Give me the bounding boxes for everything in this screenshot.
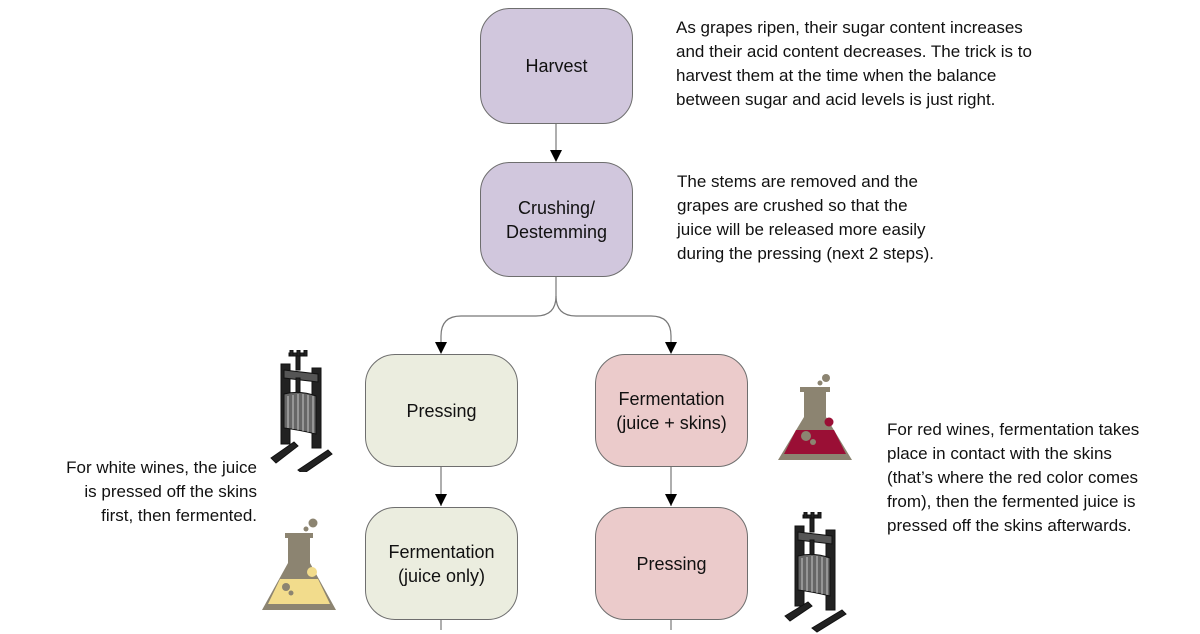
node-white-pressing-label: Pressing xyxy=(406,400,477,421)
connector-white-pressing-fermentation xyxy=(435,467,447,506)
note-white-wine: For white wines, the juice is pressed of… xyxy=(66,458,257,525)
wine-press-icon xyxy=(784,512,847,633)
node-white-pressing: Pressing xyxy=(365,354,518,467)
node-red-pressing: Pressing xyxy=(595,507,748,620)
note-crushing: The stems are removed and the grapes are… xyxy=(677,172,935,263)
node-crushing-destemming: Crushing/ Destemming xyxy=(480,162,633,277)
node-crushing-label: Crushing/ Destemming xyxy=(505,197,608,242)
node-harvest: Harvest xyxy=(480,8,633,124)
node-red-pressing-label: Pressing xyxy=(636,553,707,574)
wine-press-icon xyxy=(270,350,333,472)
node-red-fermentation: Fermentation (juice + skins) xyxy=(595,354,748,467)
node-red-fermentation-label: Fermentation (juice + skins) xyxy=(616,388,727,433)
connector-crushing-split xyxy=(435,277,677,354)
connector-harvest-crushing xyxy=(550,124,562,162)
connector-red-fermentation-pressing xyxy=(665,467,677,506)
node-white-fermentation-label: Fermentation (juice only) xyxy=(388,541,495,586)
node-harvest-label: Harvest xyxy=(525,56,588,76)
node-white-fermentation: Fermentation (juice only) xyxy=(365,507,518,620)
flask-red-wine-icon xyxy=(778,374,852,460)
flask-white-wine-icon xyxy=(262,518,336,610)
note-red-wine: For red wines, fermentation takes place … xyxy=(887,420,1140,535)
note-harvest: As grapes ripen, their sugar content inc… xyxy=(676,18,1032,109)
